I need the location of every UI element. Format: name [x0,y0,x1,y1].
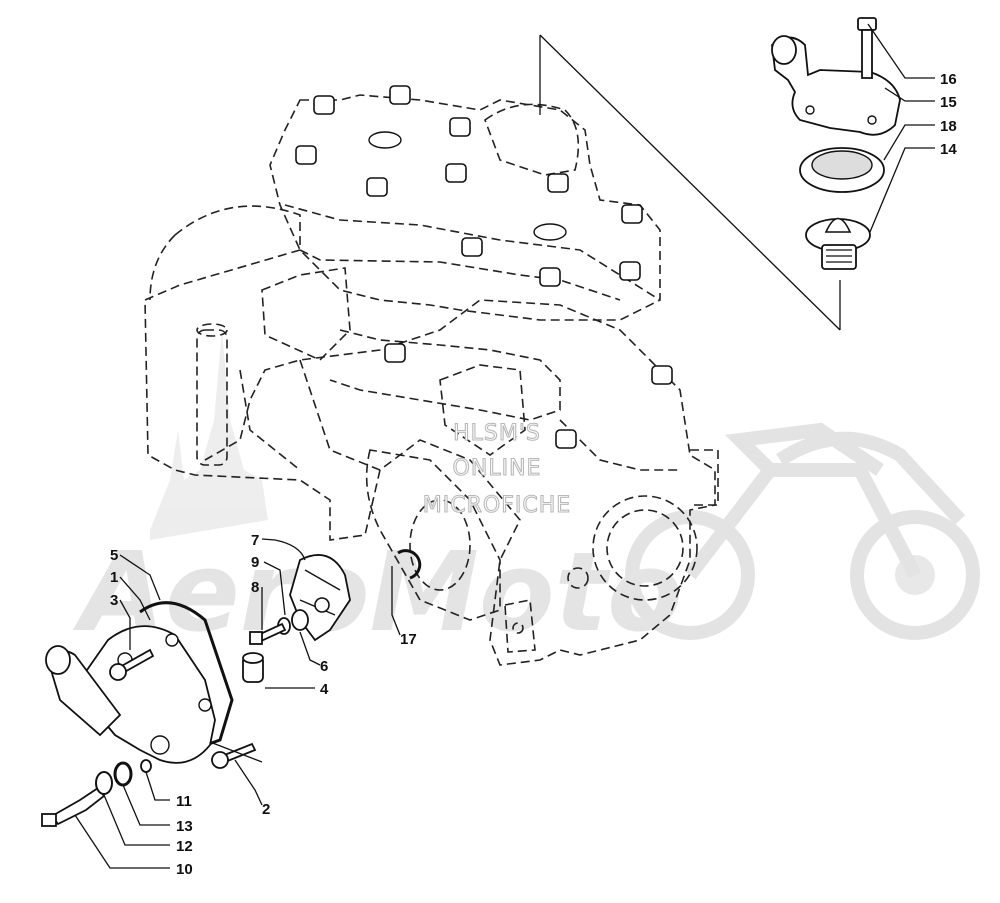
sealing-ring [95,771,113,795]
callout-8: 8 [251,579,259,596]
head-bolt [461,237,483,257]
callout-3: 3 [110,592,118,609]
callout-16: 16 [940,71,957,88]
callout-4: 4 [320,681,329,698]
head-bolt [384,343,406,363]
pump-gasket [139,601,234,747]
callout-2: 2 [262,801,270,818]
callout-13: 13 [176,818,193,835]
housing-outlet [771,35,797,65]
callout-9: 9 [251,554,259,571]
lock-washer [291,609,309,631]
callout-17: 17 [400,631,417,648]
callout-12: 12 [176,838,193,855]
watermark-line-1: HLSM'S [453,421,541,446]
housing-bolt [857,17,877,31]
detail-inset-lines [539,34,841,331]
head-bolt [449,117,471,137]
watermark-text: HLSM'S ONLINE MICROFICHE [422,420,571,518]
callouts: 16 15 18 14 7 9 8 5 1 3 6 4 17 2 11 13 1… [110,71,957,878]
head-bolt [389,85,411,105]
head-bolt [366,177,388,197]
water-pump-group [41,549,422,827]
thermostat-housing [771,36,901,136]
thermostat-group [771,17,901,270]
callout-15: 15 [940,94,957,111]
callout-14: 14 [940,141,957,158]
spark-plug-boss [533,223,567,241]
callout-1: 1 [110,569,118,586]
head-bolt [619,261,641,281]
head-bolts [295,85,673,449]
callout-5: 5 [110,547,118,564]
head-bolt [313,95,335,115]
head-bolt [539,267,561,287]
housing-bolt-shank [861,29,873,79]
head-bolt [295,145,317,165]
pump-cover [78,625,216,764]
head-bolt [445,163,467,183]
head-bolt [651,365,673,385]
gasket-ring [113,761,133,787]
callout-7: 7 [251,532,259,549]
engine-block-phantom [144,94,719,666]
watermark-line-2: ONLINE [453,456,542,481]
head-bolt [555,429,577,449]
leader-lines [74,23,935,869]
callout-6: 6 [320,658,328,675]
circlip [397,549,422,580]
head-bolt [547,173,569,193]
watermark-line-3: MICROFICHE [423,493,571,518]
spark-plug-boss [368,131,402,149]
small-washer [140,759,152,773]
callout-10: 10 [176,861,193,878]
head-bolt [621,204,643,224]
callout-18: 18 [940,118,957,135]
callout-11: 11 [176,793,192,810]
